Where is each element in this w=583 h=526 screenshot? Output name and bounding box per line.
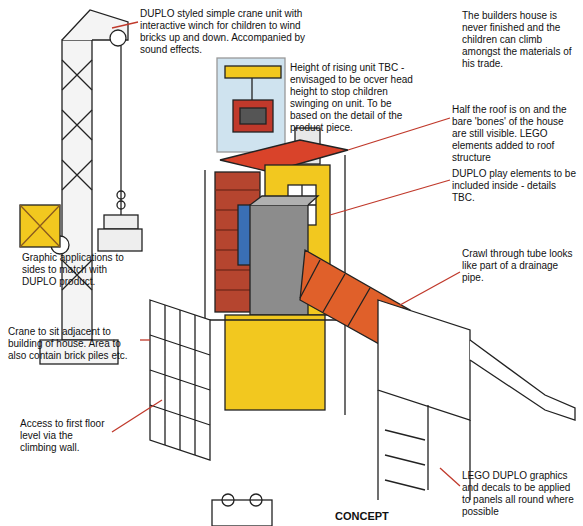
- annotation: The builders house is never finished and…: [462, 10, 578, 70]
- annotation: Crawl through tube looks like part of a …: [462, 248, 578, 284]
- concept-heading: CONCEPT: [335, 510, 425, 522]
- annotation: Graphic applications to sides to match w…: [22, 252, 142, 288]
- annotation: DUPLO styled simple crane unit with inte…: [140, 8, 315, 56]
- annotation: Half the roof is on and the bare 'bones'…: [452, 104, 578, 164]
- annotation: LEGO DUPLO graphics and decals to be app…: [462, 470, 578, 518]
- annotation: DUPLO play elements to be included insid…: [452, 168, 578, 204]
- annotation: Access to first floor level via the clim…: [20, 418, 112, 454]
- annotation: Crane to sit adjacent to building of hou…: [8, 326, 138, 362]
- annotation: Height of rising unit TBC - envisaged to…: [290, 62, 415, 134]
